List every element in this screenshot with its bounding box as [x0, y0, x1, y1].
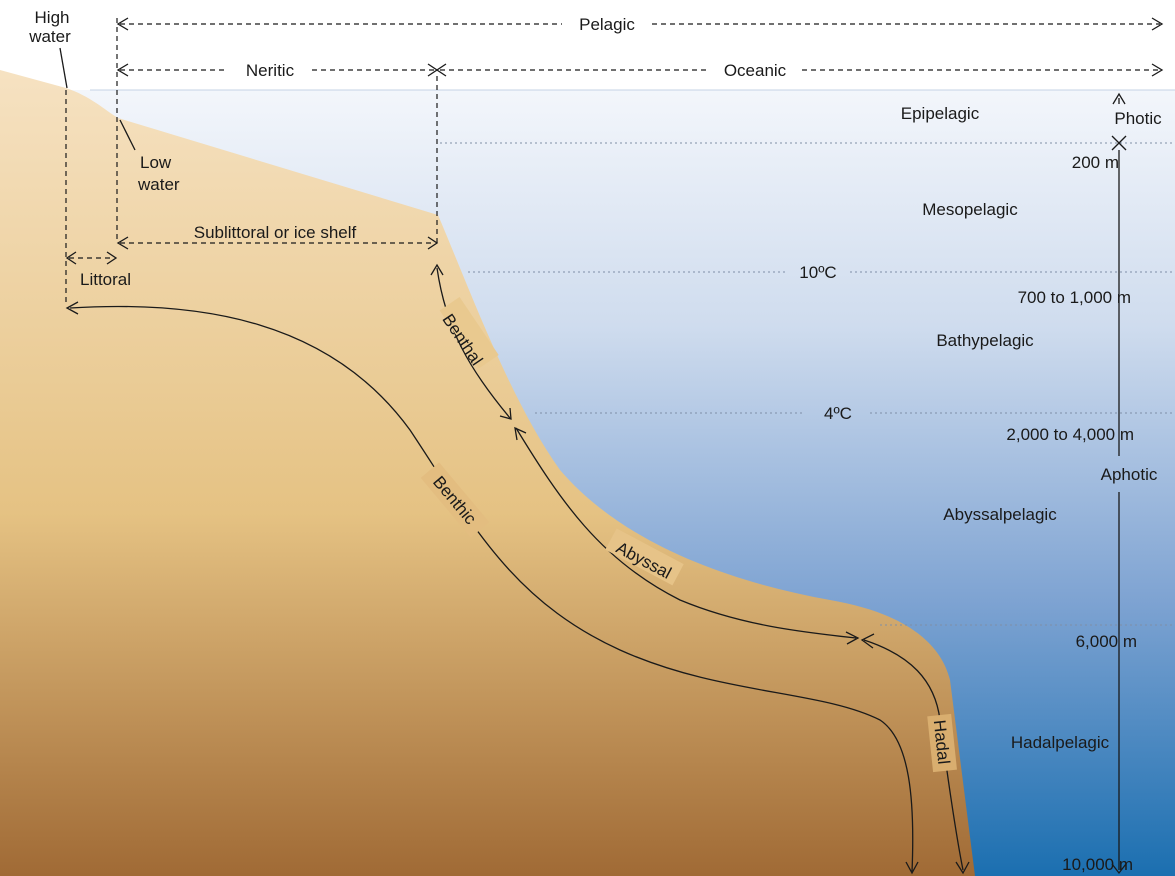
pelagic-head-right	[1151, 17, 1164, 31]
photic-head	[1112, 92, 1126, 105]
aphotic-label: Aphotic	[1101, 465, 1158, 484]
high-water-label-2: water	[28, 27, 71, 46]
sublittoral-head-right	[427, 236, 439, 250]
mesopelagic-label: Mesopelagic	[922, 200, 1018, 219]
aphotic-head-bottom	[1111, 863, 1127, 875]
neritic-label: Neritic	[246, 61, 295, 80]
benthic-arrow	[69, 305, 914, 873]
hadalpelagic-label: Hadalpelagic	[1011, 733, 1110, 752]
benthic-head-bottom	[905, 861, 919, 875]
abyssalpelagic-label: Abyssalpelagic	[943, 505, 1057, 524]
littoral-label: Littoral	[80, 270, 131, 289]
temp-label-4c: 4ºC	[824, 404, 852, 423]
abyssal-label-bg	[605, 528, 684, 586]
sea-floor	[0, 70, 975, 876]
benthal-label-bg	[439, 297, 499, 369]
hadal-head-bottom	[955, 861, 970, 875]
oceanic-head-left	[435, 63, 447, 77]
photic-label: Photic	[1114, 109, 1162, 128]
depth-label-200m: 200 m	[1072, 153, 1119, 172]
abyssal-head-bottom	[845, 631, 860, 645]
photic-marker-b	[1111, 135, 1127, 151]
high-water-pointer	[59, 47, 68, 89]
temp-label-10c: 10ºC	[799, 263, 836, 282]
pelagic-label: Pelagic	[579, 15, 635, 34]
benthic-head-left	[65, 301, 79, 315]
low-water-label-2: water	[137, 175, 180, 194]
epipelagic-label: Epipelagic	[901, 104, 980, 123]
low-water-pointer	[119, 119, 136, 151]
benthal-head-top	[430, 263, 444, 276]
oceanic-head-right	[1151, 63, 1164, 77]
hadal-head-top	[860, 633, 875, 649]
abyssal-arrow	[515, 427, 857, 639]
depth-label-700m: 700 to 1,000 m	[1018, 288, 1131, 307]
oceanic-label: Oceanic	[724, 61, 787, 80]
hadal-label-bg	[927, 713, 957, 773]
high-water-label: High	[35, 8, 70, 27]
low-water-label: Low	[140, 153, 172, 172]
sublittoral-label: Sublittoral or ice shelf	[194, 223, 357, 242]
depth-label-2000m: 2,000 to 4,000 m	[1006, 425, 1134, 444]
pelagic-head-left	[116, 17, 129, 31]
littoral-head-right	[106, 251, 118, 265]
hadal-label: Hadal	[930, 719, 954, 765]
bathypelagic-label: Bathypelagic	[936, 331, 1034, 350]
neritic-head-left	[116, 63, 129, 77]
benthic-label-bg	[420, 462, 490, 538]
abyssal-head-top	[514, 426, 527, 441]
depth-label-10000m: 10,000 m	[1062, 855, 1133, 874]
benthal-head-bottom	[499, 407, 512, 420]
littoral-head-left	[65, 251, 77, 265]
benthal-arrow	[436, 267, 511, 419]
sublittoral-head-left	[116, 236, 129, 250]
depth-label-6000m: 6,000 m	[1076, 632, 1137, 651]
